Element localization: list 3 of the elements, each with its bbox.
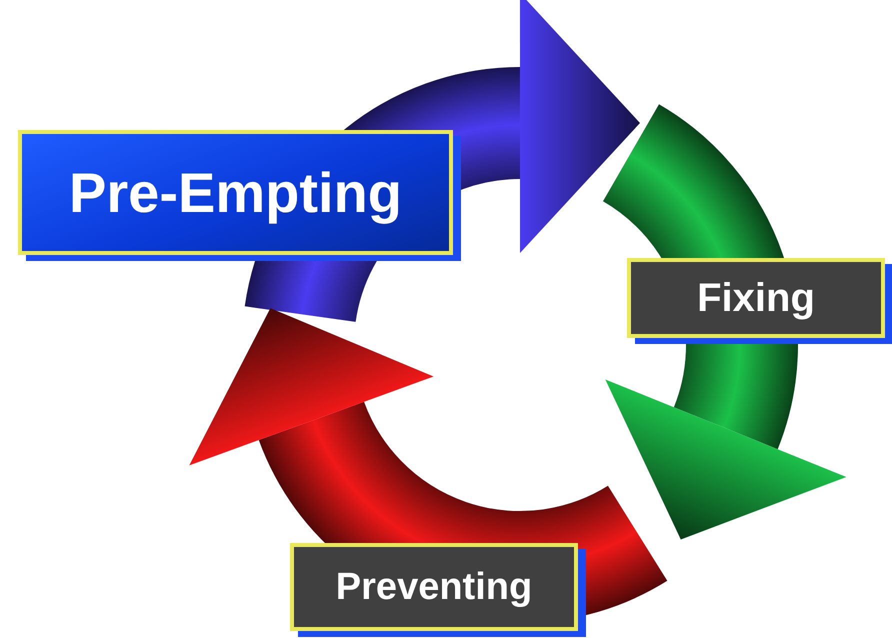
stage-label: Preventing [336,566,532,608]
stage-label: Pre-Empting [69,160,402,225]
stage-label: Fixing [697,276,815,320]
